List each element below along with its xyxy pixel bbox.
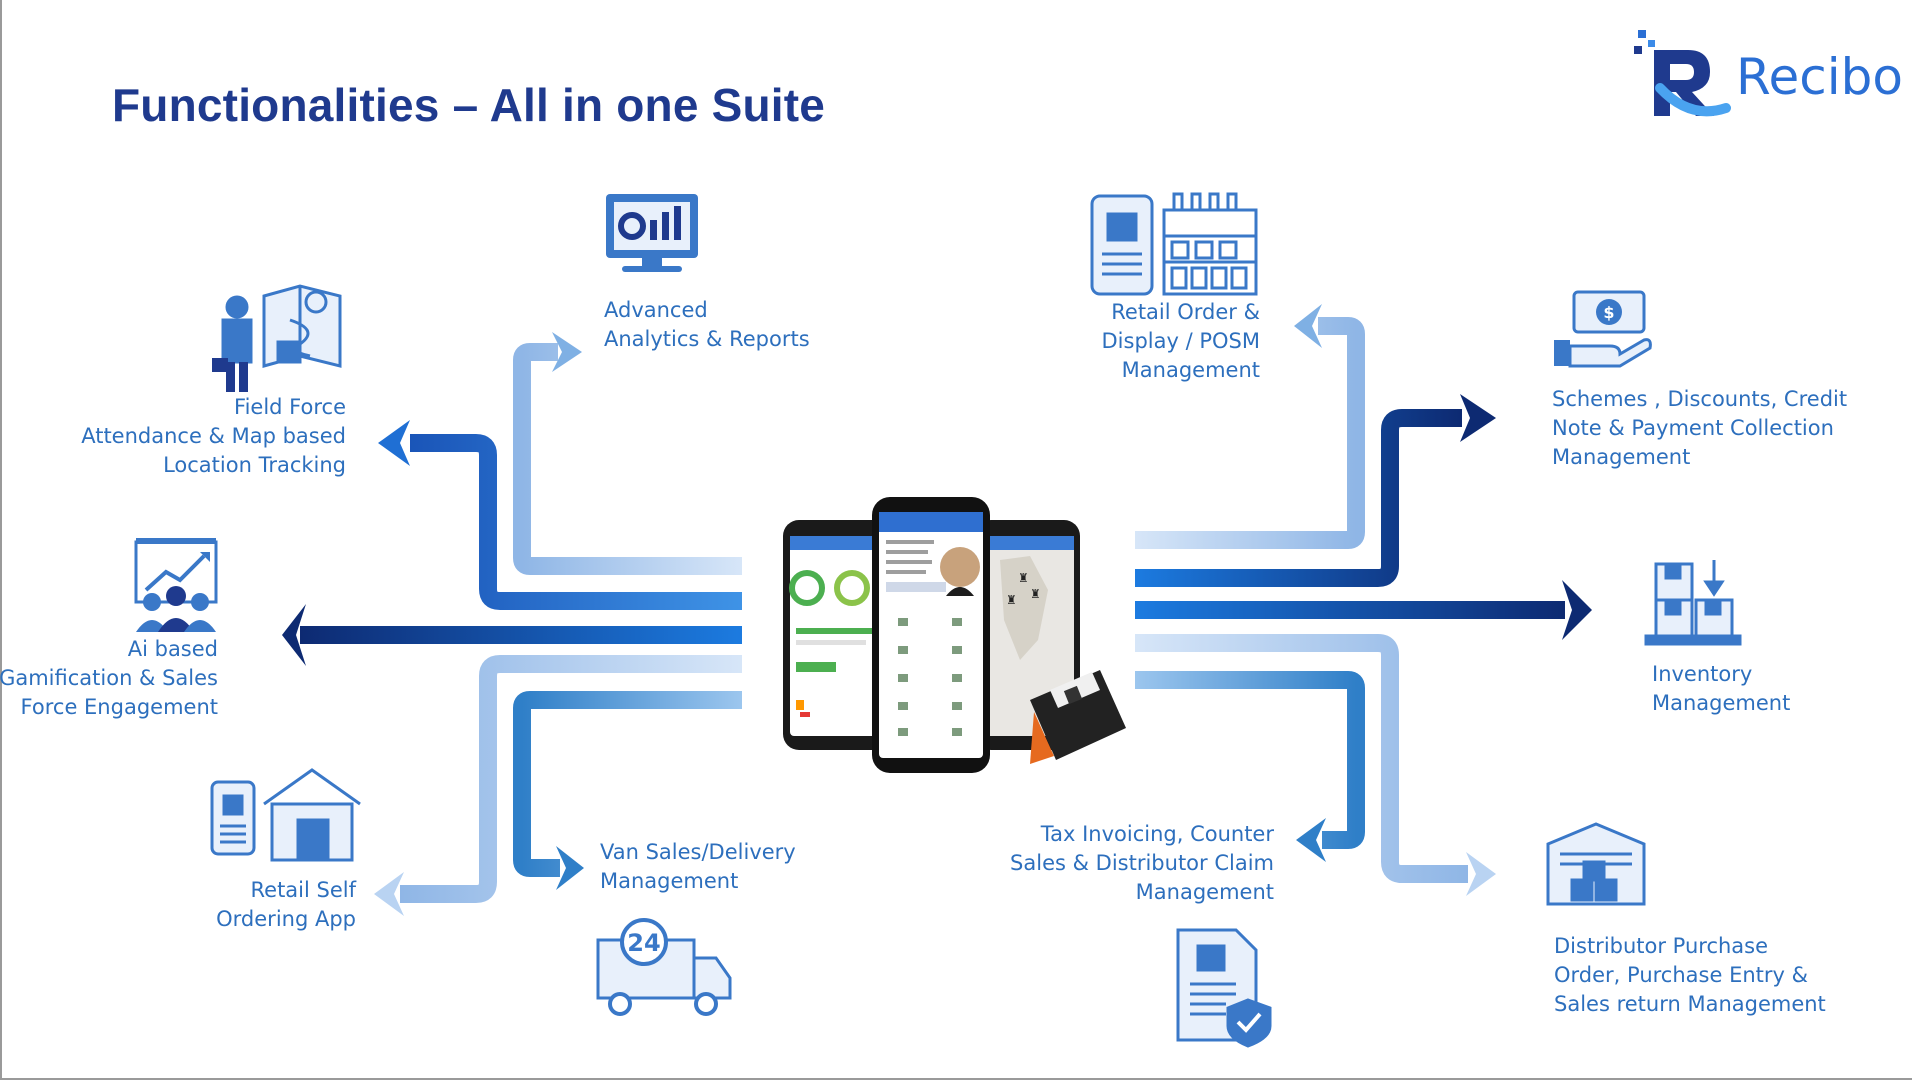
arrow-to-retail-order: [1135, 304, 1365, 549]
field-force-map-icon: [212, 284, 342, 392]
label-line: Tax Invoicing, Counter: [1040, 822, 1274, 846]
label-line: Retail Self: [250, 878, 357, 902]
arrow-to-distributor: [1135, 634, 1496, 896]
label-schemes: Schemes , Discounts, Credit Note & Payme…: [1552, 385, 1847, 472]
cash-hand-icon: $: [1554, 290, 1652, 368]
label-inventory: Inventory Management: [1652, 660, 1790, 718]
label-distributor: Distributor Purchase Order, Purchase Ent…: [1554, 932, 1826, 1019]
arrow-to-field-force: [378, 420, 742, 610]
arrow-to-inventory: [1135, 580, 1592, 640]
arrow-to-analytics: [513, 332, 742, 575]
label-line: Attendance & Map based: [81, 424, 346, 448]
label-line: Note & Payment Collection: [1552, 416, 1834, 440]
label-line: Schemes , Discounts, Credit: [1552, 387, 1848, 411]
label-line: Management: [1652, 691, 1791, 715]
label-line: Force Engagement: [20, 695, 218, 719]
brand-name: Recibo: [1736, 48, 1903, 106]
recibo-logo-mark-icon: [1634, 30, 1731, 117]
label-retail-self: Retail Self Ordering App: [216, 876, 356, 934]
svg-text:24: 24: [627, 929, 660, 957]
warehouse-icon: [1546, 822, 1646, 906]
label-line: Retail Order &: [1111, 300, 1260, 324]
label-tax: Tax Invoicing, Counter Sales & Distribut…: [1010, 820, 1274, 907]
svg-text:$: $: [1603, 303, 1614, 322]
label-line: Sales return Management: [1554, 992, 1826, 1016]
arrow-to-tax: [1135, 671, 1365, 862]
arrow-to-van-sales: [513, 691, 742, 890]
label-line: Order, Purchase Entry &: [1554, 963, 1808, 987]
label-line: Location Tracking: [163, 453, 346, 477]
label-line: Display / POSM: [1101, 329, 1260, 353]
team-growth-icon: [134, 538, 218, 632]
label-field-force: Field Force Attendance & Map based Locat…: [81, 393, 346, 480]
svg-text:♜: ♜: [1030, 587, 1041, 601]
svg-text:♜: ♜: [1006, 593, 1017, 607]
label-gamification: Ai based Gamification & Sales Force Enga…: [0, 635, 218, 722]
delivery-truck-24-icon: 24: [596, 918, 732, 1016]
label-line: Ordering App: [216, 907, 356, 931]
retail-store-app-icon: [210, 768, 361, 862]
label-line: Gamification & Sales: [0, 666, 218, 690]
recibo-logo: [1630, 28, 1890, 120]
label-line: Sales & Distributor Claim: [1010, 851, 1274, 875]
retail-shelf-icon: [1090, 192, 1258, 296]
label-line: Advanced: [604, 298, 708, 322]
label-line: Van Sales/Delivery: [600, 840, 796, 864]
arrow-to-retail-self: [374, 655, 742, 916]
label-line: Management: [1552, 445, 1691, 469]
label-line: Inventory: [1652, 662, 1753, 686]
invoice-shield-icon: [1176, 928, 1272, 1048]
arrow-to-gamification: [282, 604, 742, 666]
page-title: Functionalities – All in one Suite: [112, 79, 826, 131]
label-line: Management: [600, 869, 739, 893]
svg-text:♜: ♜: [1018, 571, 1029, 585]
label-van-sales: Van Sales/Delivery Management: [600, 838, 796, 896]
label-line: Distributor Purchase: [1554, 934, 1769, 958]
label-line: Management: [1121, 358, 1260, 382]
label-retail-order: Retail Order & Display / POSM Management: [1102, 298, 1260, 385]
arrow-to-schemes: [1135, 394, 1496, 587]
label-line: Field Force: [234, 395, 346, 419]
label-analytics: Advanced Analytics & Reports: [604, 296, 810, 354]
label-line: Management: [1135, 880, 1274, 904]
label-line: Analytics & Reports: [604, 327, 810, 351]
mobile-app-screens: ♜ ♜ ♜: [783, 497, 1126, 773]
inventory-boxes-icon: [1644, 560, 1742, 646]
analytics-monitor-icon: [606, 194, 698, 272]
label-line: Ai based: [127, 637, 218, 661]
mobile-printer-icon: [1030, 670, 1126, 764]
